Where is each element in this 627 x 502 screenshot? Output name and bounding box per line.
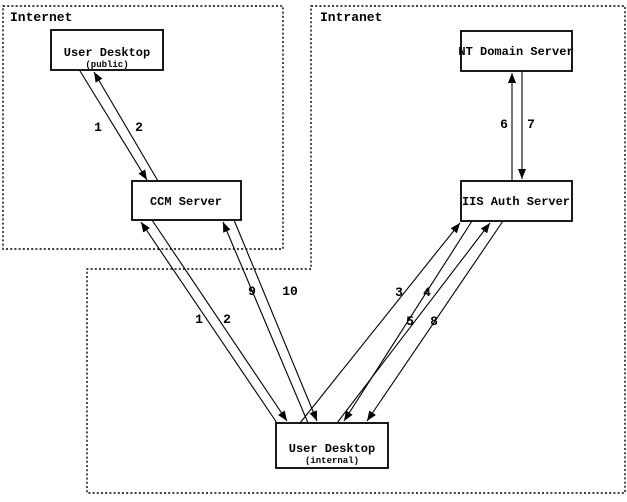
edge-label-1-internal: 1: [195, 312, 203, 327]
edge-label-2-internal: 2: [223, 312, 231, 327]
node-iis-auth-server-box: [460, 180, 573, 222]
edge-4-iis-to-udinternal: [343, 220, 473, 422]
edge-5-udinternal-to-iis: [336, 222, 491, 424]
edge-label-3: 3: [395, 285, 403, 300]
node-iis-auth-server-label: IIS Auth Server: [462, 195, 570, 209]
node-user-desktop-internal-box: [275, 422, 389, 469]
node-user-desktop-internal-label: User Desktop: [289, 442, 375, 456]
node-user-desktop-public-sublabel: (public): [85, 60, 128, 70]
node-user-desktop-public: User Desktop (public): [50, 29, 164, 71]
edge-label-7: 7: [527, 117, 535, 132]
edge-2-ccm-to-udinternal: [151, 219, 288, 422]
edge-3-udinternal-to-iis: [299, 222, 461, 424]
node-user-desktop-internal: User Desktop (internal): [275, 422, 389, 469]
node-ccm-server: CCM Server: [131, 180, 242, 221]
edge-label-1-public: 1: [94, 120, 102, 135]
edge-label-10: 10: [282, 284, 298, 299]
edge-2-ccm-to-udpublic: [93, 71, 159, 182]
node-iis-auth-server: IIS Auth Server: [460, 180, 573, 222]
node-user-desktop-public-box: [50, 29, 164, 71]
edge-8-iis-to-udinternal: [366, 220, 504, 422]
node-ccm-server-label: CCM Server: [150, 195, 222, 209]
edge-9-udinternal-to-ccm: [222, 221, 309, 424]
edge-label-4: 4: [423, 285, 431, 300]
intranet-region-border: [86, 5, 626, 494]
edge-label-5: 5: [406, 314, 414, 329]
intranet-region-label: Intranet: [320, 10, 382, 25]
edge-10-ccm-to-udinternal: [233, 219, 318, 422]
node-user-desktop-internal-sublabel: (internal): [305, 456, 359, 466]
edge-1-udinternal-to-ccm: [140, 221, 278, 424]
edge-label-2-public: 2: [135, 120, 143, 135]
edge-1-udpublic-to-ccm: [79, 70, 148, 181]
edge-label-8: 8: [430, 314, 438, 329]
internet-region-border: [2, 5, 284, 250]
node-user-desktop-public-label: User Desktop: [64, 46, 150, 60]
node-ccm-server-box: [131, 180, 242, 221]
edge-label-6: 6: [500, 117, 508, 132]
edge-label-9: 9: [248, 284, 256, 299]
internet-region-label: Internet: [10, 10, 72, 25]
node-nt-domain-server-label: NT Domain Server: [458, 45, 573, 59]
node-nt-domain-server: NT Domain Server: [458, 30, 574, 72]
node-nt-domain-server-box: [460, 30, 573, 72]
